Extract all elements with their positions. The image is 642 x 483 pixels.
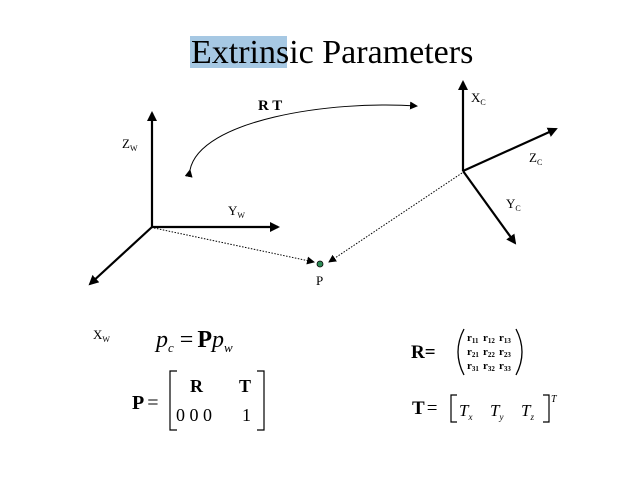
p-matrix-zeros: 0 0 0	[176, 405, 212, 425]
p-matrix-t: T	[239, 376, 251, 396]
title-rest-text: sic Parameters	[276, 34, 473, 71]
p-matrix-one: 1	[242, 405, 251, 425]
t-vector-right-bracket	[543, 394, 550, 423]
rotation-label: R T	[258, 98, 282, 114]
r-matrix-entry: r32	[483, 360, 495, 373]
r-matrix-entry: r21	[467, 346, 479, 359]
svg-text:pc=Ppw: pc=Ppw	[154, 327, 233, 355]
t-vector-entry: Tx	[459, 401, 472, 422]
world-frame: ZW YW	[88, 111, 280, 286]
t-vector-entry: Tz	[521, 401, 534, 422]
camera-x-label: XC	[471, 90, 486, 107]
r-matrix-entry: r31	[467, 360, 479, 373]
r-matrix-entry: r12	[483, 332, 495, 345]
rotation-translation-arrow: R T	[184, 98, 418, 178]
camera-y-label: YC	[506, 196, 521, 213]
r-matrix-left-paren	[457, 328, 465, 376]
point-p: P	[316, 260, 324, 288]
r-matrix-entry: r22	[483, 346, 495, 359]
p-matrix-left-bracket	[169, 370, 177, 431]
point-vectors	[153, 172, 463, 265]
t-vector-superscript: T	[551, 394, 558, 405]
title-highlight	[190, 36, 287, 68]
camera-z-label: ZC	[529, 150, 542, 167]
camera-frame: XC ZC YC	[458, 80, 558, 245]
r-matrix: R= r11 r12 r13 r21 r22 r23 r31 r32 r33	[411, 328, 523, 376]
svg-text:Extrinsic Parameters: Extrinsic Parameters	[191, 34, 473, 71]
t-vector: T= Tx Ty Tz T	[412, 394, 558, 423]
svg-text:P=: P=	[132, 392, 159, 414]
pc-equation: pc=Ppw	[154, 327, 233, 355]
r-matrix-entry: r23	[499, 346, 511, 359]
p-matrix-right-bracket	[257, 370, 265, 431]
point-p-label: P	[316, 273, 323, 288]
r-matrix-entry: r13	[499, 332, 511, 345]
r-matrix-name: R=	[411, 342, 436, 363]
r-matrix-cells: r11 r12 r13 r21 r22 r23 r31 r32 r33	[467, 332, 511, 373]
t-vector-cells: Tx Ty Tz	[459, 401, 534, 422]
title-highlighted-text: Extrin	[191, 34, 276, 71]
svg-text:T=: T=	[412, 398, 437, 419]
r-matrix-right-paren	[515, 328, 523, 376]
xw-label: XW	[93, 327, 110, 344]
p-matrix: P= R T 0 0 0 1	[132, 370, 265, 431]
world-y-label: YW	[228, 203, 245, 220]
t-vector-entry: Ty	[490, 401, 503, 422]
world-z-label: ZW	[122, 136, 138, 153]
slide-title: Extrinsic Parameters	[190, 34, 473, 71]
p-matrix-r: R	[190, 376, 204, 396]
r-matrix-entry: r33	[499, 360, 511, 373]
t-vector-left-bracket	[450, 394, 457, 423]
r-matrix-entry: r11	[467, 332, 479, 345]
